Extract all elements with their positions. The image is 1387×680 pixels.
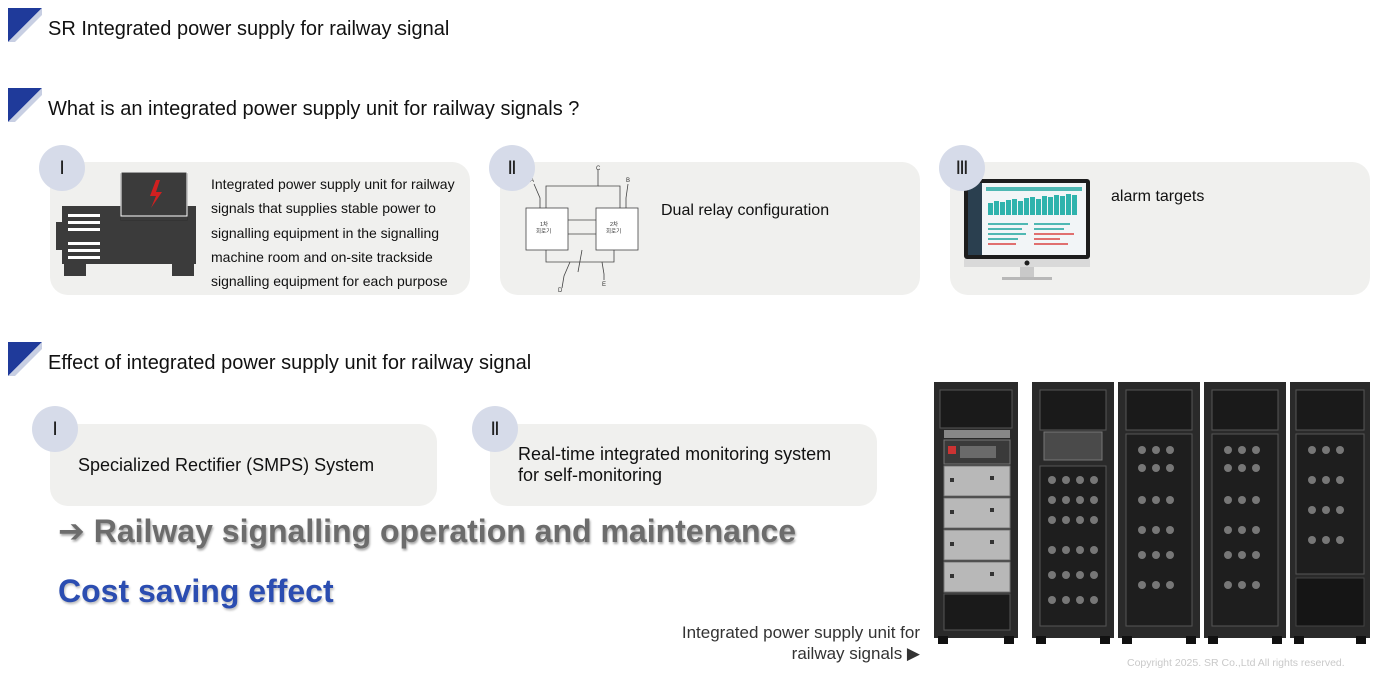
info-card-2: A B C D E 1차 회로기 2차 회로기 Dual relay confi… [500, 162, 920, 295]
effect-card-2-label: Real-time integrated monitoring system f… [518, 444, 832, 485]
diagram-label-d: D [558, 288, 563, 294]
badge-roman-1-effect: Ⅰ [32, 406, 78, 452]
badge-roman-1: Ⅰ [39, 145, 85, 191]
effect-card-1: Specialized Rectifier (SMPS) System [50, 424, 437, 506]
card-1-description: Integrated power supply unit for railway… [211, 176, 455, 290]
product-caption: Integrated power supply unit for railway… [681, 623, 920, 663]
power-unit-icon [56, 172, 196, 276]
badge-roman-2-effect: Ⅱ [472, 406, 518, 452]
effect-card-2: Real-time integrated monitoring system f… [490, 424, 877, 506]
section-title-effect: Effect of integrated power supply unit f… [48, 352, 532, 374]
diagram-box-1-label: 1차 [540, 220, 548, 228]
diagram-label-e: E [602, 282, 606, 288]
badge-roman-3: Ⅲ [939, 145, 985, 191]
diagram-box-2-sublabel: 회로기 [606, 227, 621, 235]
info-card-1: Integrated power supply unit for railway… [50, 162, 470, 295]
power-cabinet-rack-image [934, 382, 1370, 644]
diagram-box-1-sublabel: 회로기 [536, 227, 551, 235]
relay-diagram: A B C D E 1차 회로기 2차 회로기 [525, 166, 639, 294]
info-card-3: alarm targets [950, 162, 1370, 295]
section-marker-icon [8, 8, 42, 42]
monitor-icon [964, 179, 1090, 280]
diagram-label-b: B [626, 178, 630, 184]
section-marker-icon [8, 88, 42, 122]
section-marker-icon [8, 342, 42, 376]
page-title: SR Integrated power supply for railway s… [48, 18, 450, 40]
diagram-label-a: A [530, 178, 534, 184]
card-3-label: alarm targets [1111, 188, 1205, 205]
card-2-label: Dual relay configuration [661, 202, 830, 219]
cost-saving-highlight: Cost saving effect [58, 573, 334, 609]
section-title-what: What is an integrated power supply unit … [48, 98, 580, 120]
diagram-label-c: C [596, 166, 601, 172]
diagram-box-2-label: 2차 [610, 220, 618, 228]
badge-roman-2: Ⅱ [489, 145, 535, 191]
result-statement: ➔ Railway signalling operation and maint… [58, 513, 797, 549]
copyright-text: Copyright 2025. SR Co.,Ltd All rights re… [1127, 657, 1345, 669]
effect-card-1-label: Specialized Rectifier (SMPS) System [78, 455, 375, 475]
